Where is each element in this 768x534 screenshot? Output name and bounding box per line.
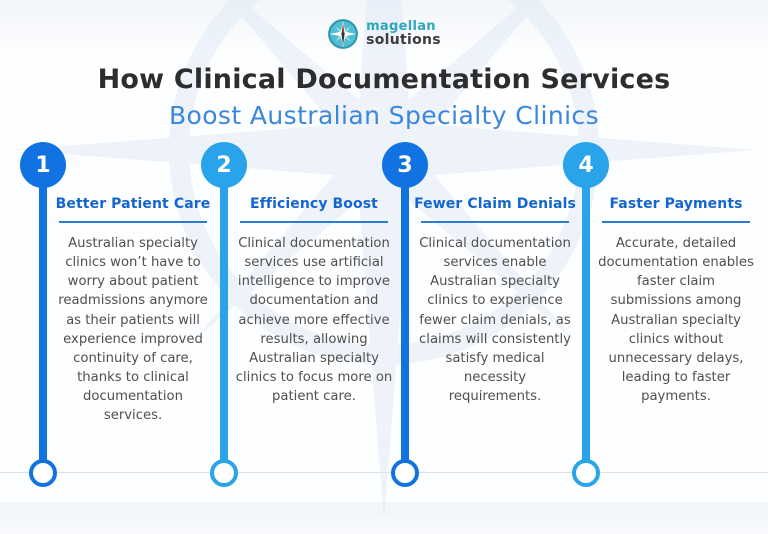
step-number-badge: 4 xyxy=(563,142,609,188)
compass-logo-icon xyxy=(327,18,359,50)
magellan-solutions-logo: magellan solutions xyxy=(0,18,768,50)
title-line-1: How Clinical Documentation Services xyxy=(97,64,671,95)
step-column-3: 3 Fewer Claim Denials Clinical documenta… xyxy=(382,142,576,487)
step-connector-bar xyxy=(39,184,47,461)
step-connector-bar xyxy=(401,184,409,461)
timeline-baseline xyxy=(0,472,768,473)
infographic-title: How Clinical Documentation Services Boos… xyxy=(0,64,768,130)
step-column-2: 2 Efficiency Boost Clinical documentatio… xyxy=(201,142,393,487)
step-number-badge: 1 xyxy=(20,142,66,188)
step-column-4: 4 Faster Payments Accurate, detailed doc… xyxy=(563,142,755,487)
step-number-badge: 2 xyxy=(201,142,247,188)
logo-wordmark-magellan: magellan xyxy=(366,18,436,34)
step-connector-bar xyxy=(220,184,228,461)
step-title: Efficiency Boost xyxy=(250,196,378,212)
title-line-2: Boost Australian Specialty Clinics xyxy=(168,101,600,130)
step-column-1: 1 Better Patient Care Australian special… xyxy=(20,142,212,487)
step-title-divider xyxy=(240,221,388,223)
step-title-divider xyxy=(421,221,569,223)
step-end-dot xyxy=(572,459,600,487)
step-end-dot xyxy=(210,459,238,487)
step-description: Clinical documentation services enable A… xyxy=(419,236,571,405)
step-connector-bar xyxy=(582,184,590,461)
step-end-dot xyxy=(29,459,57,487)
logo-wordmark-solutions: solutions xyxy=(366,32,441,49)
step-description: Accurate, detailed documentation enables… xyxy=(598,236,754,405)
step-title: Faster Payments xyxy=(609,196,743,212)
step-description: Australian specialty clinics won’t have … xyxy=(58,236,208,424)
step-title: Better Patient Care xyxy=(55,196,211,212)
step-title-divider xyxy=(602,221,750,223)
step-number-badge: 3 xyxy=(382,142,428,188)
step-title-divider xyxy=(59,221,207,223)
step-description: Clinical documentation services use arti… xyxy=(235,236,393,405)
step-end-dot xyxy=(391,459,419,487)
step-title: Fewer Claim Denials xyxy=(414,196,576,212)
